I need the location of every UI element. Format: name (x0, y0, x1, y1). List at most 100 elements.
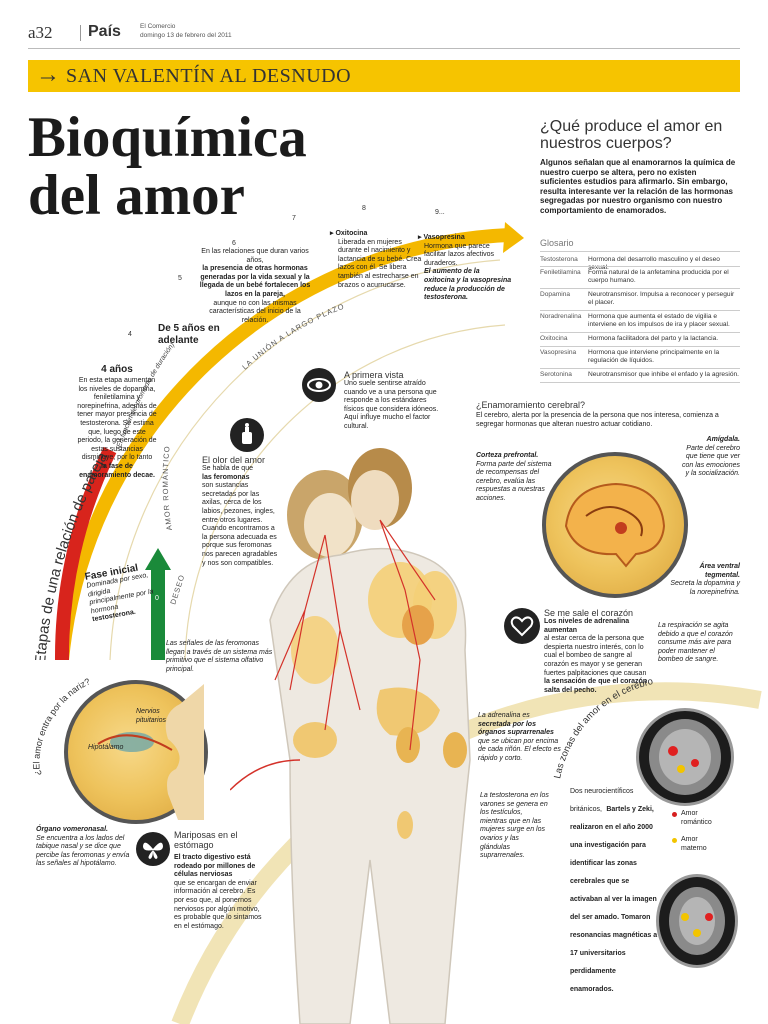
legend-dot-yellow (672, 838, 677, 843)
glossary-def: Neurotransmisor que inhibe el enfado y l… (588, 371, 740, 378)
nerve-lines (274, 534, 361, 731)
arc-tick: 6 (232, 240, 236, 247)
glossary-def: Hormona facilitadora del parto y la lact… (588, 335, 719, 342)
glossary-item: Oxitocina Hormona facilitadora del parto … (540, 335, 740, 345)
stomach (376, 687, 440, 736)
relationship-arc: 1 2 3 4 5 6 7 8 9... 0 Etapas de una rel… (32, 205, 524, 660)
arc-arrowhead (503, 222, 524, 253)
arc-tick: 8 (362, 205, 366, 212)
glossary-term: Vasopresina (540, 349, 577, 356)
adrenalina-box: La adrenalina es secretada por los órgan… (478, 712, 561, 762)
eye-icon (302, 368, 336, 402)
glossary-def: Hormona del desarrollo masculino y el de… (588, 256, 720, 271)
stage-4-bold: la fase de enamoramiento decae. (79, 462, 155, 479)
mri-scan-1 (636, 708, 734, 806)
vasopresina-title: ▸ Vasopresina (418, 234, 465, 241)
arc-band-gold (55, 228, 511, 660)
corazon-box: Se me sale el corazón Los niveles de adr… (544, 608, 650, 695)
arc-band-red (54, 446, 117, 660)
glossary-term: Noradrenalina (540, 313, 582, 320)
vasopresina-text: Hormona que parece facilitar lazos afect… (424, 242, 495, 267)
mariposas-title: Mariposas en el estómago (174, 830, 238, 850)
glossary-term: Dopamina (540, 291, 571, 298)
primera-vista-title: A primera vista (344, 370, 404, 380)
woman-face (304, 493, 356, 557)
headline-line-1: Bioquímica (28, 106, 307, 169)
woman-intestine (293, 722, 337, 758)
stage-5-text: En las relaciones que duran varios años,… (199, 248, 311, 324)
cerebral-text: El cerebro, alerta por la presencia de l… (476, 412, 719, 428)
intro-text: Algunos señalan que al enamorarnos la qu… (540, 158, 736, 215)
cerebral-title: ¿Enamoramiento cerebral? (476, 400, 586, 410)
arc-tick: 0 (155, 595, 159, 602)
glossary-item: Serotonina Neurotransmisor que inhibe el … (540, 371, 740, 381)
stage-4-anos: 4 años En esta etapa aumentan los nivele… (76, 364, 158, 480)
butterfly-icon (136, 832, 170, 866)
olor-title: El olor del amor (202, 455, 266, 465)
vasopresina-bold: El aumento de la oxitocina y la vasopres… (424, 268, 512, 302)
vasopresina-box: ▸ Vasopresina Hormona que parece facilit… (418, 234, 512, 303)
arc-tick: 5 (178, 275, 182, 282)
arc-tick: 7 (292, 215, 296, 222)
banner-title: SAN VALENTÍN AL DESNUDO (66, 65, 352, 87)
arc-tick: 9... (435, 209, 445, 216)
zonas-text: Dos neurocientíficos británicos, Bartels… (570, 788, 658, 993)
mri-scan-2 (656, 874, 738, 968)
organo-vomeronasal: Órgano vomeronasal. Se encuentra a los l… (36, 826, 130, 868)
stage-4-text: En esta etapa aumentan los niveles de do… (77, 377, 157, 462)
heart (402, 605, 434, 645)
label-romantico: AMOR ROMÁNTICO (161, 445, 174, 531)
glossary-def: Hormona que aumenta el estado de vigilia… (588, 313, 730, 328)
woman-lungs (291, 616, 339, 684)
arc-tick: 2 (64, 460, 68, 467)
section-banner: → SAN VALENTÍN AL DESNUDO (28, 60, 740, 92)
oxitocina-text: Liberada en mujeres durante el nacimient… (338, 238, 422, 289)
arc-tick: 4 (128, 331, 132, 338)
heart-icon (504, 608, 540, 644)
stage-4-title: 4 años (101, 364, 133, 375)
corazon-side-note: La respiración se agita debido a que el … (658, 622, 733, 664)
amigdala-box: Amígdala. Parte del cerebro que tiene qu… (682, 436, 740, 478)
legend-dot-red (672, 812, 677, 817)
page-header: a32 País El Comercio domingo 13 de febre… (28, 22, 738, 48)
perfume-icon (230, 418, 264, 452)
primera-vista: A primera vista Uno suele sentirse atraí… (344, 370, 448, 432)
pheromone-line (230, 759, 301, 791)
glossary-term: Serotonina (540, 371, 572, 378)
glossary-title: Glosario (540, 238, 574, 248)
stage-5-title: De 5 años en adelante (158, 323, 220, 346)
oxitocina-title: ▸ Oxitocina (330, 230, 368, 237)
area-ventral-box: Área ventral tegmental. Secreta la dopam… (670, 563, 740, 596)
glossary-item: Noradrenalina Hormona que aumenta el esta… (540, 313, 740, 331)
glossary-def: Hormona que interviene principalmente en… (588, 349, 720, 364)
green-arrow-shaft (151, 568, 165, 660)
arc-tick: 3 (89, 395, 93, 402)
nariz-caption: Las señales de las feromonas llegan a tr… (166, 640, 273, 673)
glossary-item: Vasopresina Hormona que interviene princi… (540, 349, 740, 367)
glossary-term: Oxitocina (540, 335, 568, 342)
nose-diagram (64, 680, 208, 824)
arrow-icon: → (36, 61, 60, 88)
intro-question: ¿Qué produce el amor en nuestros cuerpos… (540, 118, 723, 152)
paper-name: El Comercio (140, 23, 176, 30)
mariposas-box: El tracto digestivo está rodeado por mil… (174, 854, 262, 930)
page-number: a32 (28, 23, 53, 42)
primera-vista-text: Uno suele sentirse atraído cuando ve a u… (344, 380, 439, 430)
glossary-item: Feniletilamina Forma natural de la anfeta… (540, 269, 740, 287)
glossary-def: Forma natural de la anfetamina producida… (588, 269, 729, 284)
corazon-title: Se me sale el corazón (544, 608, 634, 618)
label-deseo: DESEO (168, 573, 186, 606)
headline-line-2: del amor (28, 164, 245, 227)
glossary-term: Feniletilamina (540, 269, 581, 276)
green-arrow-head (145, 548, 171, 570)
oxitocina-box: ▸ Oxitocina Liberada en mujeres durante … (330, 230, 422, 290)
label-hipotalamo: Hipotálamo (88, 744, 124, 751)
label-nervios: Nervios pituitarios (136, 708, 166, 724)
section-name: País (88, 23, 121, 40)
arc-tick: 1 (65, 525, 69, 532)
testicle (397, 811, 413, 839)
olor-del-amor: El olor del amor Se habla de que las fer… (202, 455, 280, 568)
header-rule (28, 48, 740, 49)
